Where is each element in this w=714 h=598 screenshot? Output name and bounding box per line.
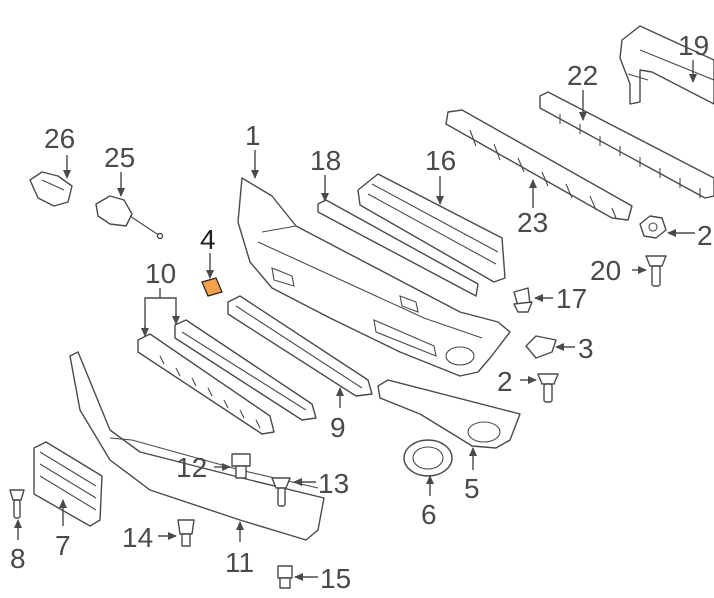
callout-2-lower: 2	[497, 366, 513, 397]
highlighted-clip-part	[201, 277, 223, 297]
callout-5: 5	[464, 473, 480, 504]
fog-ring-part	[403, 439, 453, 477]
callout-26: 26	[44, 123, 75, 154]
reinforcement-bar-part	[619, 25, 714, 105]
callout-7: 7	[55, 530, 71, 561]
callout-17: 17	[556, 283, 587, 314]
callout-18: 18	[310, 145, 341, 176]
callout-9: 9	[330, 412, 346, 443]
callout-6: 6	[421, 499, 437, 530]
leader-lines	[14, 60, 697, 581]
callout-4: 4	[200, 224, 216, 255]
callout-labels: 1 2 2 3 4 5 6 7 8 9 10 11 12 13 14 15 16…	[10, 30, 713, 594]
callout-1: 1	[245, 120, 261, 151]
license-bracket-part	[33, 441, 103, 527]
lower-absorber-strip-part	[445, 109, 633, 221]
callout-3: 3	[578, 333, 594, 364]
callout-11: 11	[225, 547, 254, 578]
callout-22: 22	[567, 60, 598, 91]
callout-10: 10	[145, 258, 176, 289]
temperature-sensor-part	[95, 195, 164, 240]
lower-grille-bar-part	[227, 295, 373, 397]
bumper-cover-part	[237, 177, 511, 377]
callout-14: 14	[122, 522, 153, 553]
callout-19: 19	[678, 30, 709, 61]
callout-13: 13	[318, 468, 349, 499]
callout-16: 16	[425, 145, 456, 176]
callout-2-upper: 2	[697, 220, 713, 251]
side-grille-part	[137, 319, 317, 435]
hardware-parts	[9, 215, 667, 589]
callout-20: 20	[590, 255, 621, 286]
callout-15: 15	[320, 563, 351, 594]
callout-12: 12	[176, 452, 207, 483]
fog-bezel-part	[377, 379, 521, 449]
upper-grille-part	[357, 173, 506, 283]
callout-25: 25	[104, 142, 135, 173]
callout-23: 23	[517, 207, 548, 238]
sensor-part	[29, 171, 73, 207]
callout-8: 8	[10, 543, 26, 574]
